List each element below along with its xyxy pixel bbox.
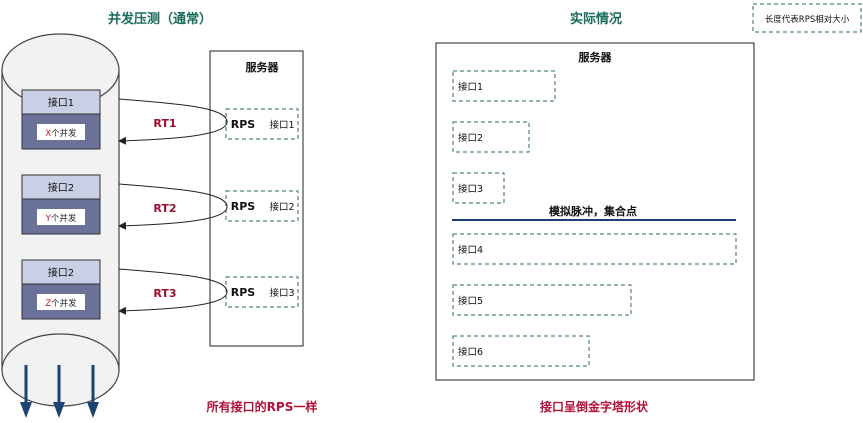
rt-label-2: RT2: [153, 202, 176, 215]
legend: 长度代表RPS相对大小: [752, 3, 862, 33]
api-label: 接口1: [48, 96, 74, 109]
api-label: 接口2: [48, 181, 74, 194]
rt-label-3: RT3: [153, 287, 176, 300]
api-rps-bar-3: [452, 172, 505, 204]
concurrency-label: Z个并发: [45, 298, 77, 309]
server-label: 服务器: [246, 60, 280, 74]
right-api-bars: 接口1 接口2 接口3 接口4 接口5 接口6: [452, 70, 737, 367]
api-rps-bar-1: [452, 70, 556, 102]
rt-arcs: RT1 RT2 RT3: [118, 98, 228, 315]
rps-box-1: [225, 108, 299, 140]
client-group-1: 接口1 X个并发: [21, 89, 101, 150]
server-api-label: 接口1: [269, 119, 294, 131]
api-box: [21, 174, 101, 200]
request-arc-2: [118, 183, 228, 230]
concurrency-label: X个并发: [45, 128, 77, 139]
right-footer: 接口呈倒金字塔形状: [540, 399, 649, 414]
rps-box-2: [225, 190, 299, 222]
server-api-label: 接口3: [269, 287, 294, 299]
api-rps-bar-4: [452, 233, 737, 265]
server-label: 服务器: [579, 50, 613, 64]
client-group-3: 接口2 Z个并发: [21, 259, 101, 320]
down-arrow-icon: [53, 365, 65, 418]
api-box: [21, 259, 101, 285]
api-rps-label-2: 接口2: [458, 132, 483, 144]
concurrency-label: Y个并发: [45, 213, 77, 224]
rps-box-3: [225, 276, 299, 308]
rt-label-1: RT1: [153, 117, 176, 130]
left-footer: 所有接口的RPS一样: [207, 399, 318, 414]
api-rps-bar-6: [452, 335, 590, 367]
api-rps-label-1: 接口1: [458, 81, 483, 93]
left-title: 并发压测（通常）: [108, 11, 212, 27]
api-rps-label-3: 接口3: [458, 183, 483, 195]
pulse-label: 模拟脉冲，集合点: [549, 204, 637, 218]
client-group-2: 接口2 Y个并发: [21, 174, 101, 235]
down-arrow-icon: [20, 365, 32, 418]
api-rps-label-5: 接口5: [458, 295, 483, 307]
rps-label: RPS: [231, 286, 256, 299]
outflow-arrows: [20, 365, 99, 418]
down-arrow-icon: [87, 365, 99, 418]
server-api-label: 接口2: [269, 201, 294, 213]
legend-text: 长度代表RPS相对大小: [765, 14, 850, 25]
api-rps-label-4: 接口4: [458, 244, 483, 256]
request-arc-1: [118, 98, 228, 145]
api-rps-label-6: 接口6: [458, 346, 483, 358]
right-title: 实际情况: [570, 11, 622, 27]
rps-label: RPS: [231, 200, 256, 213]
right-server: 服务器 接口1 接口2 接口3 接口4 接口5 接口6 模拟脉冲，集合点: [435, 42, 755, 381]
api-rps-bar-2: [452, 121, 530, 153]
request-arc-3: [118, 268, 228, 315]
api-rps-bar-5: [452, 284, 632, 316]
api-label: 接口2: [48, 266, 74, 279]
left-server: 服务器 RPS 接口1 RPS 接口2 RPS 接口3: [209, 50, 304, 347]
api-box: [21, 89, 101, 115]
rps-label: RPS: [231, 118, 256, 131]
